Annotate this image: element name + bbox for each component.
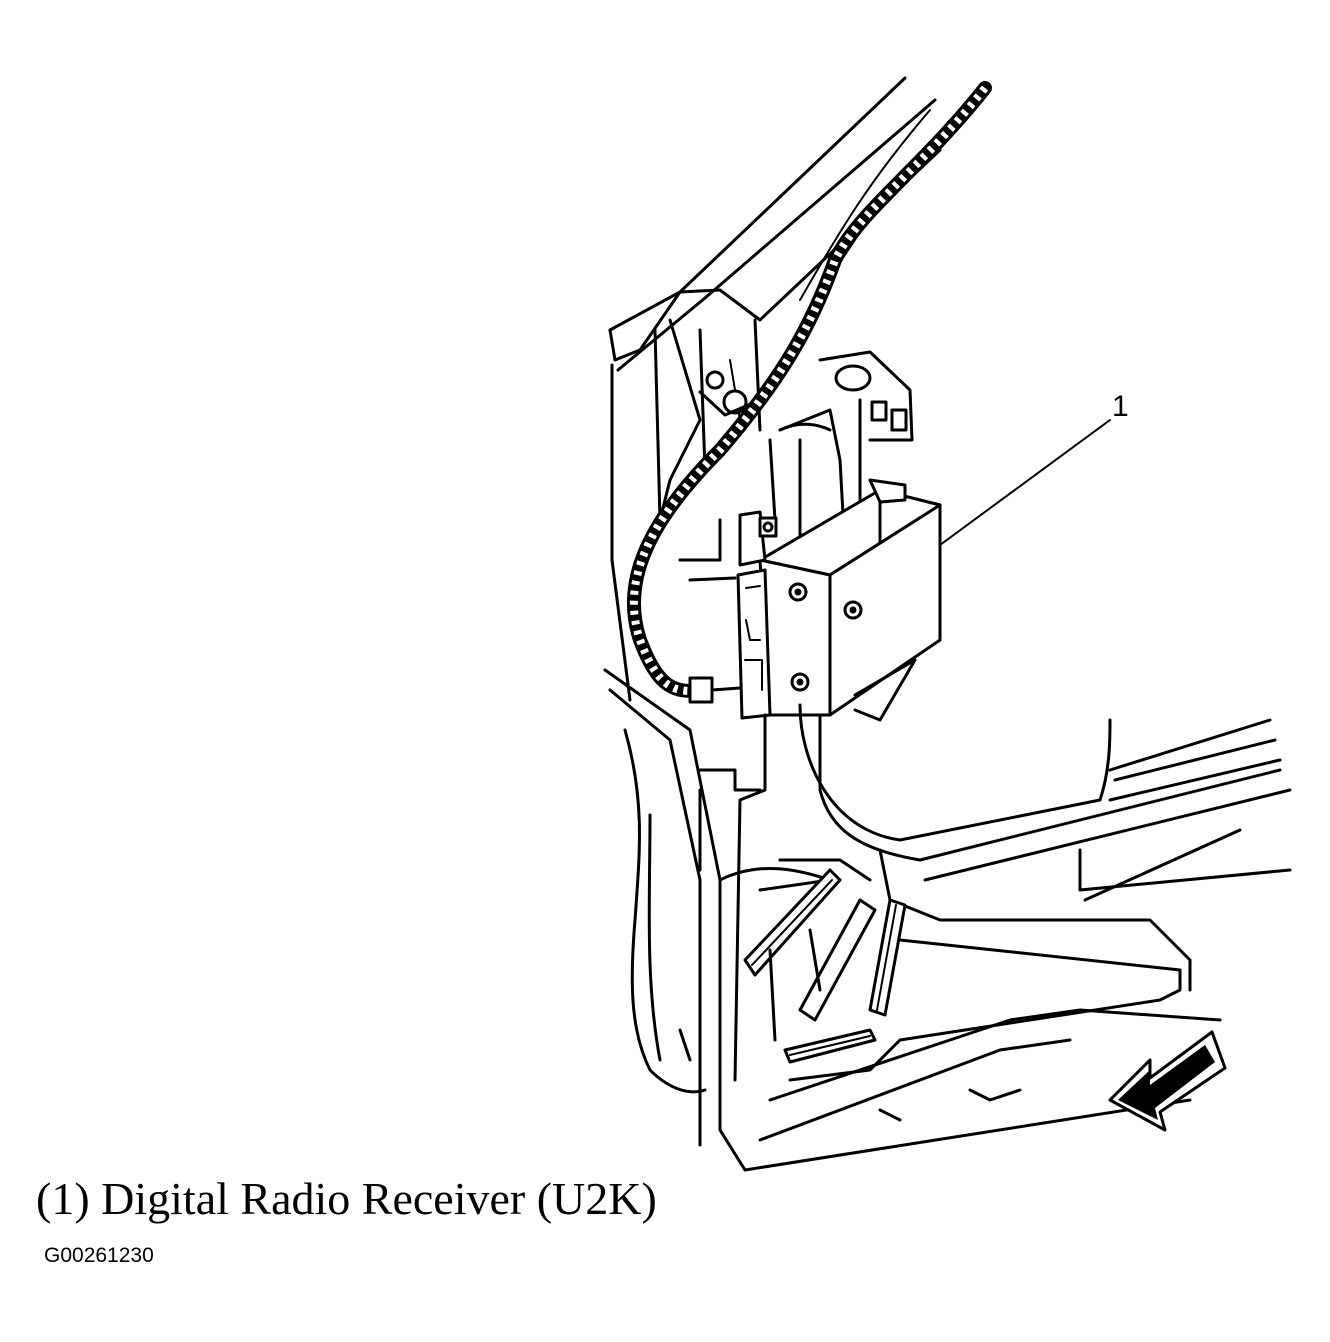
callout-number: 1 [1112, 390, 1129, 423]
trim-strips [678, 868, 907, 1064]
figure-id: G00261230 [44, 1244, 154, 1267]
receiver-connector [678, 510, 778, 720]
diagram-caption: (1) Digital Radio Receiver (U2K) [36, 1173, 657, 1224]
upper-bracket [698, 350, 914, 552]
lower-pillar-and-sill [603, 668, 1292, 1172]
wiring-harness [626, 81, 992, 704]
callout-1: 1 [939, 390, 1129, 546]
forward-arrow-icon [1108, 1030, 1227, 1132]
digital-radio-receiver [758, 478, 942, 722]
